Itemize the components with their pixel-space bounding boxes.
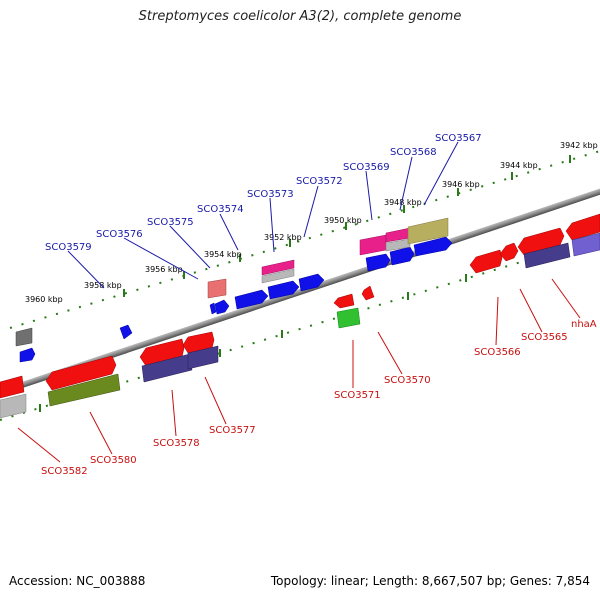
gene-label[interactable]: SCO3579 [45,242,92,253]
gene-labels-bottom: SCO3582 SCO3580 SCO3578 SCO3577 SCO3571 … [41,319,597,477]
gene-arrow[interactable] [0,393,27,419]
gene-label[interactable]: SCO3570 [384,375,431,386]
genes-forward [15,217,453,363]
gene-arrow[interactable] [469,249,503,274]
gene-arrow[interactable] [413,236,453,257]
gene-label[interactable]: SCO3580 [90,455,137,466]
ruler-label: 3952 kbp [264,233,302,242]
gene-arrow[interactable] [0,375,25,399]
ruler-label: 3950 kbp [324,216,362,225]
ruler-top-major-ticks [123,155,571,297]
ruler-bottom [0,237,600,421]
gene-arrow[interactable] [523,242,571,269]
gene-arrow[interactable] [187,345,219,370]
gene-arrow[interactable] [365,253,391,272]
gene-arrow[interactable] [19,347,36,363]
gene-arrow[interactable] [336,307,361,329]
gene-arrow[interactable] [407,217,449,245]
gene-arrow[interactable] [499,242,519,262]
ruler-label: 3954 kbp [204,250,242,259]
gene-arrow[interactable] [333,293,355,309]
gene-label[interactable]: SCO3572 [296,176,343,187]
gene-label[interactable]: SCO3565 [521,332,568,343]
ruler-label: 3960 kbp [25,295,63,304]
gene-label[interactable]: SCO3566 [474,347,521,358]
gene-label[interactable]: SCO3573 [247,189,294,200]
leader-lines [17,141,581,463]
gene-label[interactable]: SCO3569 [343,162,390,173]
gene-arrow[interactable] [214,299,230,315]
gene-arrow[interactable] [45,355,117,391]
ruler-bottom-major-ticks [39,238,587,412]
genome-summary-text: Topology: linear; Length: 8,667,507 bp; … [270,574,590,588]
genes-reverse [0,213,600,419]
gene-arrow[interactable] [571,232,600,257]
gene-arrow[interactable] [234,289,269,310]
gene-arrow[interactable] [389,246,415,266]
ruler-labels: 3960 kbp 3958 kbp 3956 kbp 3954 kbp 3952… [25,141,598,304]
gene-arrow[interactable] [298,273,325,292]
gene-label[interactable]: nhaA [571,319,597,330]
gene-arrow[interactable] [565,213,600,241]
gene-arrow[interactable] [261,268,295,284]
ruler-label: 3948 kbp [384,198,422,207]
ruler-label: 3942 kbp [560,141,598,150]
gene-label[interactable]: SCO3567 [435,133,482,144]
gene-arrow[interactable] [141,353,193,383]
gene-arrow[interactable] [119,324,133,340]
gene-arrow[interactable] [385,238,411,252]
gene-arrow[interactable] [207,278,227,299]
gene-arrow[interactable] [359,234,387,256]
gene-label[interactable]: SCO3568 [390,147,437,158]
gene-arrow[interactable] [15,327,33,347]
gene-arrow[interactable] [361,285,375,301]
gene-label[interactable]: SCO3571 [334,390,381,401]
gene-arrow[interactable] [261,259,295,276]
gene-label[interactable]: SCO3574 [197,204,244,215]
accession-text: Accession: NC_003888 [9,574,146,588]
gene-labels-top: SCO3579 SCO3576 SCO3575 SCO3574 SCO3573 … [45,133,482,253]
gene-arrow[interactable] [267,280,300,300]
gene-arrow[interactable] [47,373,121,407]
genome-title: Streptomyces coelicolor A3(2), complete … [138,9,462,24]
ruler-label: 3958 kbp [84,281,122,290]
gene-label[interactable]: SCO3575 [147,217,194,228]
gene-label[interactable]: SCO3582 [41,466,88,477]
ruler-label: 3946 kbp [442,180,480,189]
gene-label[interactable]: SCO3577 [209,425,256,436]
gene-arrow[interactable] [209,302,217,315]
ruler-label: 3944 kbp [500,161,538,170]
ruler-label: 3956 kbp [145,265,183,274]
gene-label[interactable]: SCO3576 [96,229,143,240]
gene-label[interactable]: SCO3578 [153,438,200,449]
